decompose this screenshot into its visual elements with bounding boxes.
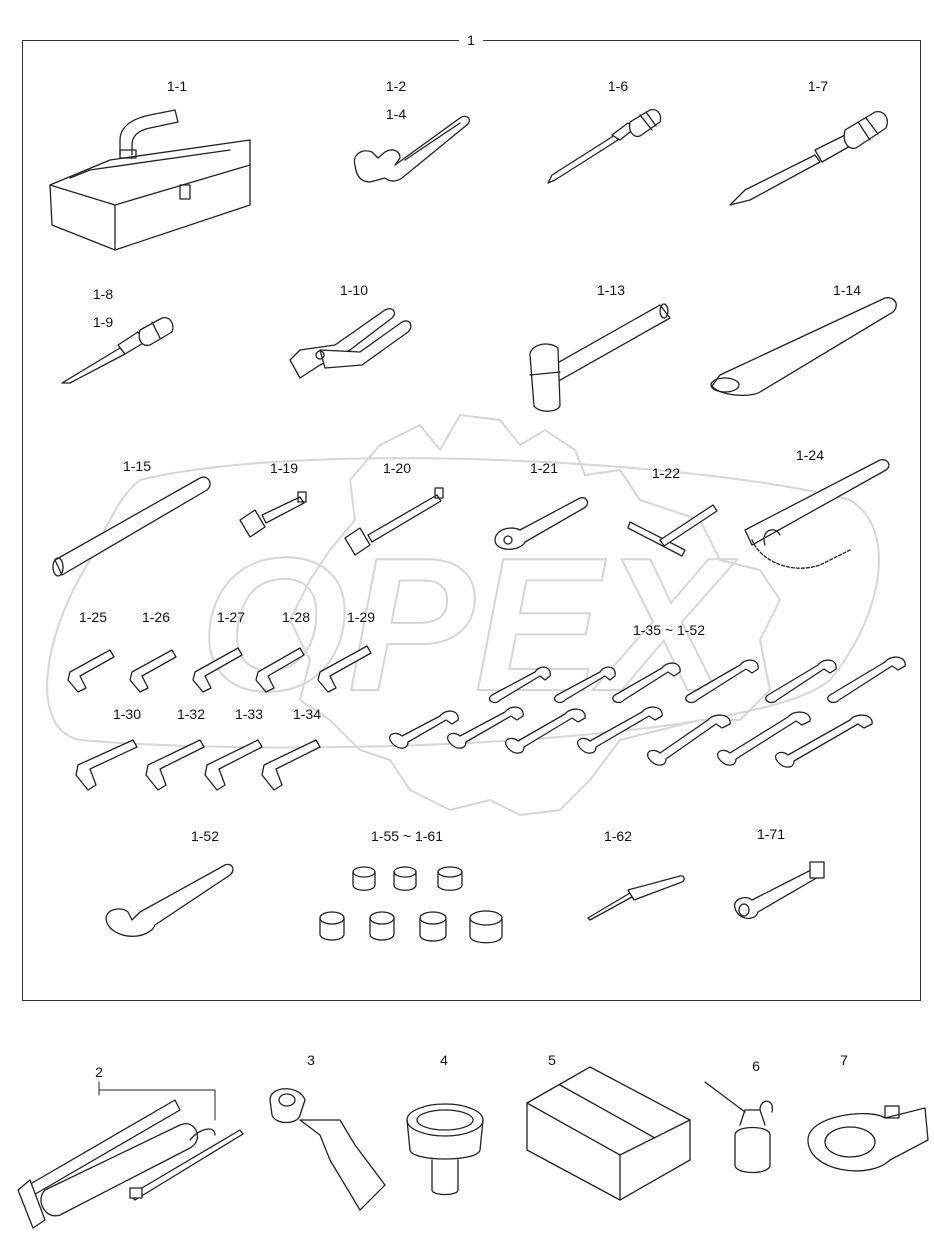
socket-set <box>319 866 503 944</box>
label-1-14: 1-14 <box>832 282 862 298</box>
tube-part <box>710 297 897 397</box>
label-1-1: 1-1 <box>166 78 188 94</box>
bar-part <box>52 476 211 577</box>
label-6: 6 <box>752 1058 760 1074</box>
label-1-21: 1-21 <box>529 460 559 476</box>
label-1-71: 1-71 <box>756 826 786 842</box>
label-1-15: 1-15 <box>122 458 152 474</box>
oil-can-part <box>704 1081 773 1174</box>
label-1-28: 1-28 <box>281 609 311 625</box>
hex-key-set-row-1 <box>67 645 372 693</box>
label-3: 3 <box>307 1052 315 1068</box>
label-1-8: 1-8 <box>92 286 114 302</box>
label-1-35-to-1-52: 1-35 ~ 1-52 <box>633 622 705 638</box>
label-1-2: 1-2 <box>385 78 407 94</box>
label-1-62: 1-62 <box>603 828 633 844</box>
pliers-part <box>289 308 412 379</box>
label-1-32: 1-32 <box>176 706 206 722</box>
carton-box-part <box>526 1066 691 1201</box>
label-1-19: 1-19 <box>269 460 299 476</box>
watermark-swoosh <box>46 457 880 749</box>
ratchet-handle-part <box>494 497 589 550</box>
label-1-26: 1-26 <box>141 609 171 625</box>
strainer-part <box>406 1103 484 1196</box>
small-screwdriver-part <box>547 109 662 184</box>
label-1-7: 1-7 <box>807 78 829 94</box>
socket <box>437 866 463 891</box>
label-1-33: 1-33 <box>234 706 264 722</box>
label-1-55-to-1-61: 1-55 ~ 1-61 <box>371 828 443 844</box>
extension-bar-part <box>239 491 307 538</box>
label-1-29: 1-29 <box>346 609 376 625</box>
t-handle-part <box>627 504 718 557</box>
ring-spanner-part <box>807 1105 929 1172</box>
tool-kit-frame <box>22 40 921 1001</box>
label-7: 7 <box>840 1052 848 1068</box>
open-end-wrench-set <box>388 656 906 768</box>
adjustable-wrench-part <box>353 115 470 183</box>
label-1-4: 1-4 <box>385 106 407 122</box>
frame-label: 1 <box>459 32 483 48</box>
label-1-34: 1-34 <box>292 706 322 722</box>
watermark-text: OPEX <box>200 519 738 731</box>
large-screwdriver-part <box>729 111 888 206</box>
label-1-20: 1-20 <box>382 460 412 476</box>
label-1-24: 1-24 <box>795 447 825 463</box>
socket <box>393 866 417 891</box>
large-open-end-wrench-part <box>105 863 234 937</box>
label-1-10: 1-10 <box>339 282 369 298</box>
box-wrench-part <box>733 861 825 919</box>
awl-part <box>61 317 174 384</box>
label-1-27: 1-27 <box>216 609 246 625</box>
toolbox-part <box>49 109 251 251</box>
label-1-6: 1-6 <box>607 78 629 94</box>
hose-fitting-part <box>269 1088 386 1211</box>
grease-gun-part <box>17 1099 244 1229</box>
socket <box>469 910 503 944</box>
socket <box>352 866 376 891</box>
grease-gun-leader <box>98 1081 216 1121</box>
label-1-25: 1-25 <box>78 609 108 625</box>
socket <box>369 911 395 941</box>
pin-punch-part <box>587 875 685 921</box>
socket <box>319 911 345 941</box>
label-2: 2 <box>95 1064 103 1080</box>
chain-wrench-part <box>744 459 890 569</box>
label-1-22: 1-22 <box>651 465 681 481</box>
label-1-13: 1-13 <box>596 282 626 298</box>
socket <box>419 911 447 942</box>
label-1-9: 1-9 <box>92 314 114 330</box>
hex-key-set-row-2 <box>75 739 321 791</box>
label-5: 5 <box>548 1052 556 1068</box>
hammer-part <box>529 303 671 412</box>
label-1-52: 1-52 <box>190 828 220 844</box>
long-extension-part <box>344 487 444 556</box>
label-1-30: 1-30 <box>112 706 142 722</box>
label-4: 4 <box>440 1052 448 1068</box>
